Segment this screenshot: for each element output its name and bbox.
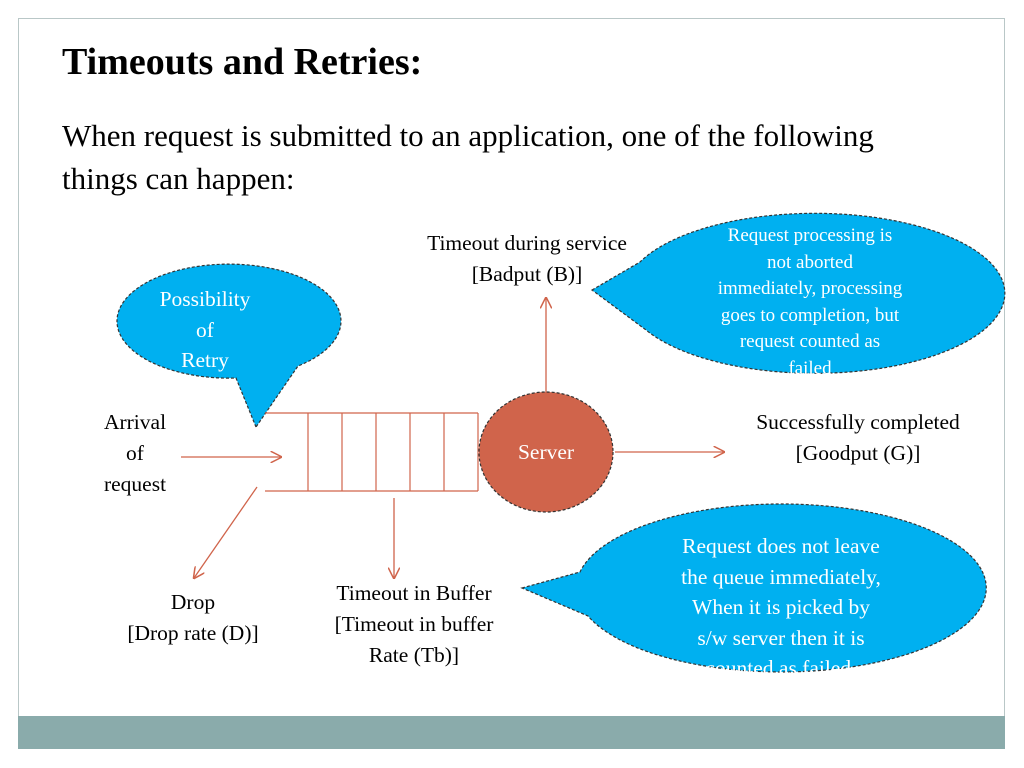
success-line: Successfully completed	[756, 410, 960, 434]
arrival-label: Arrival of request	[85, 407, 185, 500]
queue-buffer	[265, 412, 479, 492]
drop-arrow	[194, 486, 258, 578]
retry-callout-bubble	[116, 263, 342, 429]
drop-label: Drop [Drop rate (D)]	[98, 587, 288, 649]
buffer-callout-line: s/w server then it is	[697, 625, 865, 650]
arrival-line: Arrival	[103, 410, 167, 434]
success-line: [Goodput (G)]	[795, 441, 921, 465]
service-timeout-label: Timeout during service [Badput (B)]	[392, 228, 662, 290]
retry-callout-line: Possibility	[159, 287, 251, 311]
buffer-callout-line: Request does not leave	[682, 534, 880, 558]
service-timeout-line: Timeout during service	[427, 231, 627, 255]
processing-callout-line: failed	[788, 357, 832, 379]
server-node	[478, 391, 614, 513]
buffer-callout-text: Request does not leave the queue immedia…	[636, 531, 926, 684]
buffer-callout-line: When it is picked by	[692, 595, 870, 619]
retry-callout-text: Possibility of Retry	[135, 284, 275, 376]
footer-bar	[18, 716, 1005, 749]
buffer-timeout-line: Timeout in Buffer	[336, 581, 492, 605]
buffer-timeout-line: Rate (Tb)]	[368, 643, 460, 667]
processing-callout-line: goes to completion, but	[720, 304, 900, 326]
processing-callout-bubble	[590, 212, 1006, 374]
processing-callout-text: Request processing is not aborted immedi…	[670, 223, 950, 382]
processing-callout-line: immediately, processing	[717, 278, 903, 299]
retry-callout-line: of	[196, 317, 214, 342]
buffer-callout-bubble	[520, 503, 987, 673]
processing-callout-line: Request processing is	[727, 225, 893, 246]
intro-text: When request is submitted to an applicat…	[62, 118, 874, 196]
processing-callout-line: not aborted	[766, 251, 853, 273]
buffer-callout-line: the queue immediately,	[681, 564, 881, 589]
success-label: Successfully completed [Goodput (G)]	[722, 407, 994, 469]
drop-line: Drop	[170, 590, 216, 614]
arrival-line: request	[103, 472, 167, 496]
server-label: Server	[517, 440, 575, 464]
drop-line: [Drop rate (D)]	[127, 621, 259, 645]
buffer-timeout-label: Timeout in Buffer [Timeout in buffer Rat…	[300, 578, 528, 671]
processing-callout-line: request counted as	[739, 331, 881, 352]
arrival-line: of	[126, 441, 144, 465]
buffer-timeout-line: [Timeout in buffer	[334, 612, 494, 636]
slide-title: Timeouts and Retries:	[62, 41, 423, 83]
retry-callout-line: Retry	[181, 348, 229, 372]
buffer-callout-line: counted as failed.	[705, 656, 857, 680]
service-timeout-line: [Badput (B)]	[471, 262, 583, 286]
